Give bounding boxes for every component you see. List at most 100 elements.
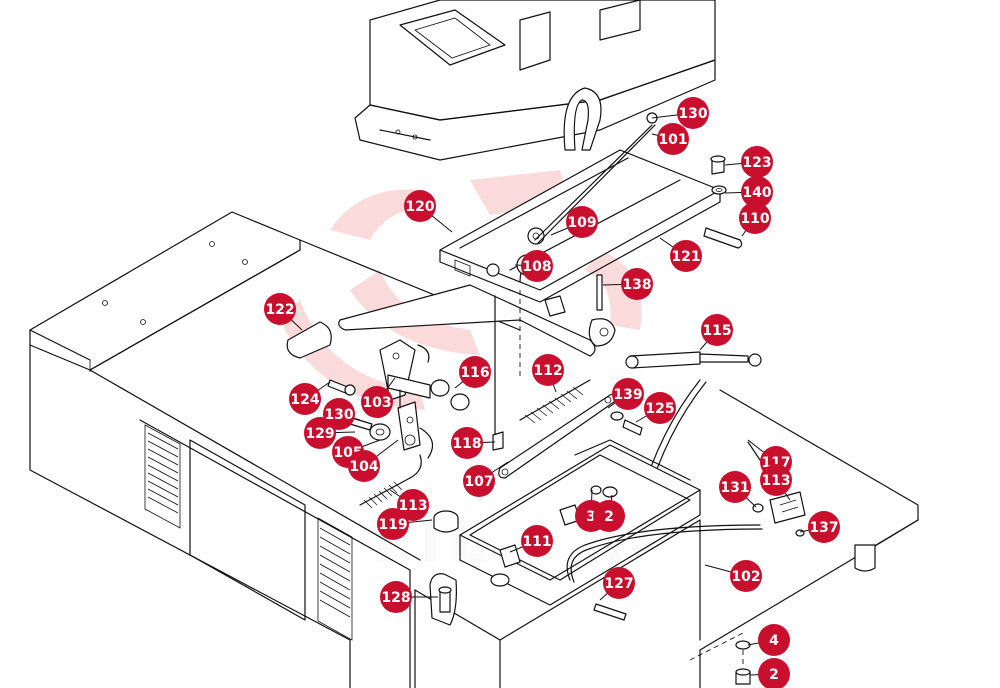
callout-c129: 129 xyxy=(304,417,336,449)
adjust-handle-rod xyxy=(286,284,616,441)
callout-c109: 109 xyxy=(566,206,598,238)
callout-number: 2 xyxy=(769,667,779,683)
callout-c121: 121 xyxy=(670,240,702,272)
callout-c123: 123 xyxy=(741,146,773,178)
callout-circle xyxy=(451,427,483,459)
callout-c110: 110 xyxy=(739,202,771,234)
spring-113 xyxy=(359,454,422,509)
callout-circle xyxy=(621,268,653,300)
callout-number: 128 xyxy=(381,590,410,606)
callout-number: 119 xyxy=(378,517,407,533)
callout-circle xyxy=(521,525,553,557)
callout-number: 116 xyxy=(460,365,489,381)
washer-139 xyxy=(610,411,624,421)
callout-c139: 139 xyxy=(612,378,644,410)
callout-circle xyxy=(612,378,644,410)
callout-c113: 113 xyxy=(397,489,429,521)
callout-number: 129 xyxy=(305,426,334,442)
callout-number: 120 xyxy=(405,199,434,215)
callout-c127: 127 xyxy=(603,567,635,599)
callout-circle xyxy=(377,508,409,540)
operator-seat xyxy=(354,0,716,161)
callout-circle xyxy=(741,146,773,178)
callout-c125: 125 xyxy=(644,392,676,424)
callout-circle xyxy=(739,202,771,234)
callout-number: 112 xyxy=(533,363,562,379)
callout-c140: 140 xyxy=(741,176,773,208)
callout-circle xyxy=(719,471,751,503)
callout-circle xyxy=(304,417,336,449)
callout-c2a: 2 xyxy=(593,500,625,532)
callout-circle xyxy=(404,190,436,222)
callout-number: 108 xyxy=(522,259,551,275)
screw-127 xyxy=(593,603,627,621)
base-cabinet xyxy=(29,211,521,688)
callout-circle xyxy=(701,314,733,346)
callout-c111: 111 xyxy=(521,525,553,557)
linkage-bar-107 xyxy=(492,393,616,479)
callout-number: 113 xyxy=(761,473,790,489)
bolt-123 xyxy=(710,155,727,195)
callout-number: 2 xyxy=(604,509,614,525)
callout-circle xyxy=(670,240,702,272)
callout-c130a: 130 xyxy=(677,97,709,129)
callout-circle xyxy=(289,383,321,415)
callout-circle xyxy=(566,206,598,238)
callout-circle xyxy=(264,293,296,325)
callout-number: 121 xyxy=(671,249,700,265)
callout-circle xyxy=(380,581,412,613)
bolt-125 xyxy=(622,419,643,436)
callout-circle xyxy=(459,356,491,388)
callout-circle xyxy=(677,97,709,129)
callout-circle xyxy=(463,465,495,497)
callout-number: 127 xyxy=(604,576,633,592)
callout-circle xyxy=(593,500,625,532)
callout-number: 137 xyxy=(809,520,838,536)
callout-circle xyxy=(730,560,762,592)
callout-c104: 104 xyxy=(348,450,380,482)
callout-number: 4 xyxy=(769,633,779,649)
callout-number: 125 xyxy=(645,401,674,417)
callout-number: 140 xyxy=(742,185,771,201)
callout-circle xyxy=(397,489,429,521)
callout-number: 131 xyxy=(720,480,749,496)
callout-c128: 128 xyxy=(380,581,412,613)
bottom-bolt xyxy=(735,640,751,685)
callout-c116: 116 xyxy=(459,356,491,388)
callout-circle xyxy=(644,392,676,424)
callout-number: 130 xyxy=(678,106,707,122)
callout-c4: 4 xyxy=(758,624,790,656)
callout-number: 104 xyxy=(349,459,378,475)
callout-circle xyxy=(348,450,380,482)
callout-c124: 124 xyxy=(289,383,321,415)
callout-number: 109 xyxy=(567,215,596,231)
callout-circle xyxy=(741,176,773,208)
lever-assembly xyxy=(327,339,470,459)
callout-number: 103 xyxy=(362,395,391,411)
callout-circle xyxy=(603,567,635,599)
callout-number: 139 xyxy=(613,387,642,403)
rod-101 xyxy=(534,124,653,241)
callout-c120: 120 xyxy=(404,190,436,222)
callout-number: 123 xyxy=(742,155,771,171)
callout-number: 111 xyxy=(522,534,551,550)
callout-number: 110 xyxy=(740,211,769,227)
callout-c107: 107 xyxy=(463,465,495,497)
callout-number: 113 xyxy=(398,498,427,514)
callout-c101: 101 xyxy=(657,123,689,155)
pin-138 xyxy=(596,274,603,311)
callout-circle xyxy=(760,464,792,496)
callout-c103: 103 xyxy=(361,386,393,418)
callout-c122: 122 xyxy=(264,293,296,325)
callout-c137: 137 xyxy=(808,511,840,543)
callout-circle xyxy=(808,511,840,543)
callout-number: 101 xyxy=(658,132,687,148)
callout-circle xyxy=(758,624,790,656)
callout-number: 130 xyxy=(324,407,353,423)
callout-number: 115 xyxy=(702,323,731,339)
callout-c118: 118 xyxy=(451,427,483,459)
callout-circle xyxy=(532,354,564,386)
callout-c2b: 2 xyxy=(758,658,790,688)
